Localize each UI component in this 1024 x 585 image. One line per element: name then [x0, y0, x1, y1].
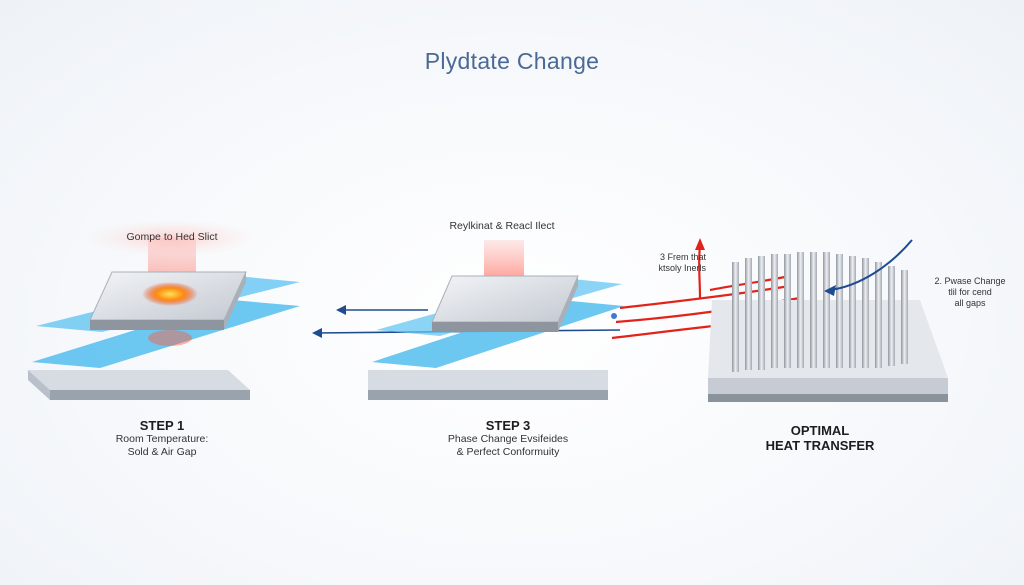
step3-caption: STEP 3 Phase Change Evsifeides & Perfect… — [398, 418, 618, 459]
step1-assembly — [28, 220, 300, 400]
heatsink — [708, 239, 948, 402]
step3-heat-label: Reylkinat & Reacl Ilect — [449, 220, 555, 232]
optimal-caption: OPTIMAL HEAT TRANSFER — [730, 423, 910, 453]
step1-line2: Sold & Air Gap — [127, 446, 197, 458]
step1-heat-label: Gompe to Hed Slict — [126, 231, 218, 243]
step1-line1: Room Temperature: — [115, 433, 209, 445]
step3-line2: & Perfect Conformuity — [456, 446, 560, 458]
note-left: 3 Frem that ktsoly Inerls — [636, 252, 706, 274]
step1-caption: STEP 1 Room Temperature: Sold & Air Gap — [62, 418, 262, 459]
note-right-line2: tlil for cend — [948, 287, 992, 297]
step3-assembly — [368, 240, 624, 400]
step1-heading: STEP 1 — [139, 418, 185, 433]
step3-line1: Phase Change Evsifeides — [447, 433, 569, 445]
note-right-line3: all gaps — [954, 298, 986, 308]
optimal-line2: HEAT TRANSFER — [765, 438, 875, 453]
note-right: 2. Pwase Change tlil for cend all gaps — [922, 276, 1018, 309]
note-right-line1: 2. Pwase Change — [934, 276, 1006, 286]
diagram-title: Plydtate Change — [424, 48, 600, 74]
optimal-line1: OPTIMAL — [790, 423, 850, 438]
note-left-line1: 3 Frem that — [659, 252, 706, 262]
heatsink-fins — [732, 252, 908, 372]
note-left-line2: ktsoly Inerls — [658, 263, 706, 273]
step3-heading: STEP 3 — [485, 418, 531, 433]
